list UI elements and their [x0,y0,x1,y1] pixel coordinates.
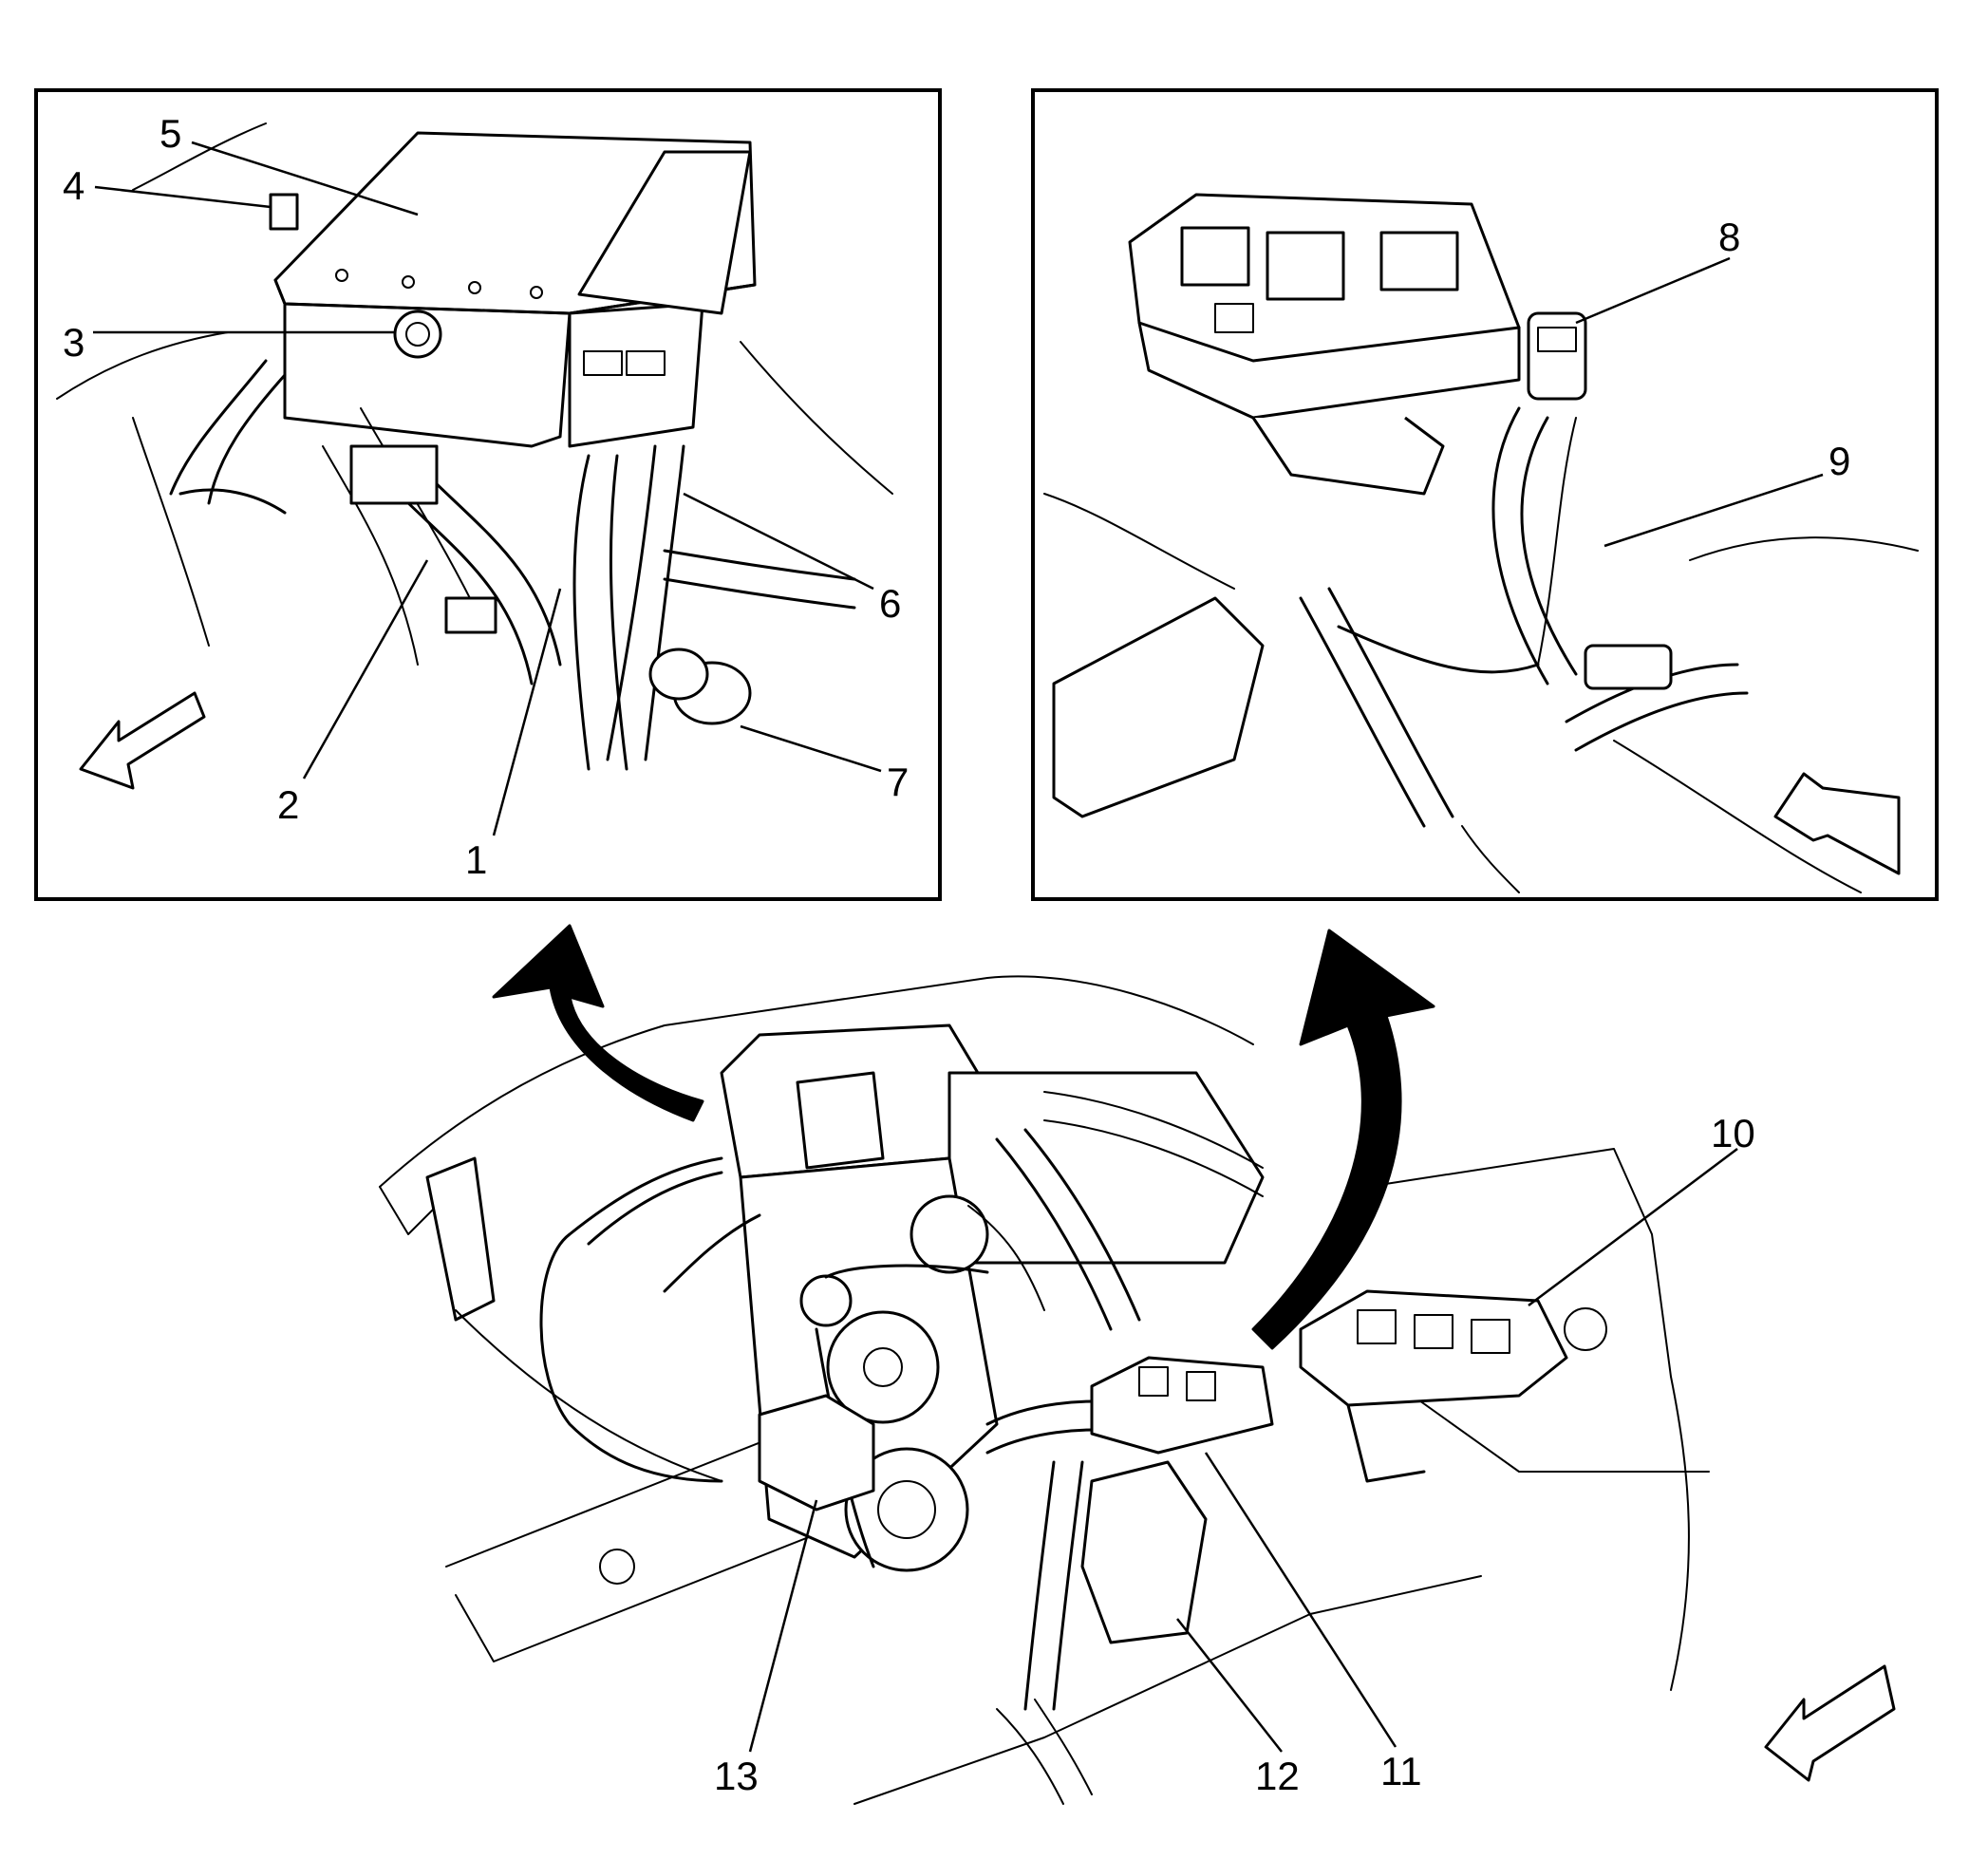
callout-1: 1 [465,588,562,882]
callout-7: 7 [740,724,909,804]
leader-line-9 [1604,473,1824,548]
inline-connector [1584,644,1673,690]
pointer-arrow-to-left-detail [492,924,704,1122]
connector-2 [349,444,439,505]
direction-arrow-left-panel [79,691,206,790]
connector-8 [1527,311,1587,401]
leader-line-6 [683,492,874,591]
callout-label-13: 13 [714,1754,759,1798]
callout-10: 10 [1528,1111,1755,1306]
leader-line-11 [1204,1452,1397,1748]
callout-6: 6 [683,492,901,626]
hoses-and-wiring-left [56,122,893,771]
callout-label-8: 8 [1718,215,1740,259]
callout-label-11: 11 [1380,1749,1422,1793]
callout-label-9: 9 [1829,439,1850,483]
leader-line-7 [740,724,882,773]
relay-box-11 [1090,1356,1274,1455]
sensor-3 [393,310,442,359]
leader-line-10 [1528,1148,1738,1306]
connector-4 [269,193,299,231]
control-module-box [273,131,757,448]
hoses-and-wiring-right [1043,406,1919,893]
callout-11: 11 [1204,1452,1422,1793]
direction-arrow-right-panel [1773,772,1901,875]
callout-label-6: 6 [879,581,901,626]
overview-engine-compartment: 10 11 12 13 [379,924,1896,1805]
pointer-arrow-to-right-detail [1251,929,1435,1350]
detail-view-right: 8 9 [1031,88,1939,901]
detail-view-left: 1 2 3 4 5 6 7 [34,88,942,901]
leader-line-13 [748,1499,818,1753]
leader-line-8 [1575,256,1731,325]
callout-label-1: 1 [465,837,487,882]
callout-13: 13 [714,1499,818,1798]
callout-label-2: 2 [277,782,299,827]
leader-line-5 [191,141,419,216]
callout-3: 3 [63,320,395,365]
callout-label-3: 3 [63,320,84,365]
housing-lower-left [1052,596,1265,818]
direction-arrow-overview [1764,1664,1896,1782]
callout-4: 4 [63,163,272,209]
callout-2: 2 [277,559,429,827]
vehicle-body-outline [379,975,1710,1805]
callout-5: 5 [159,111,419,216]
callout-label-4: 4 [63,163,84,208]
module-13 [758,1394,875,1512]
component-7 [648,648,752,725]
callout-label-12: 12 [1255,1754,1300,1798]
callout-12: 12 [1176,1618,1300,1798]
callout-label-5: 5 [159,111,181,156]
wiring-harness-overview [539,1156,1093,1805]
callout-9: 9 [1604,439,1850,548]
relay-box [1128,193,1521,496]
fuse-block-10 [1299,1289,1568,1483]
leader-line-12 [1176,1618,1283,1753]
connector-pigtail [444,596,497,634]
leader-line-2 [302,559,429,779]
callout-label-7: 7 [887,760,909,804]
callout-label-10: 10 [1711,1111,1755,1155]
leader-line-1 [492,588,562,836]
module-12 [1080,1460,1208,1644]
leader-line-4 [94,185,272,209]
callout-8: 8 [1575,215,1740,325]
